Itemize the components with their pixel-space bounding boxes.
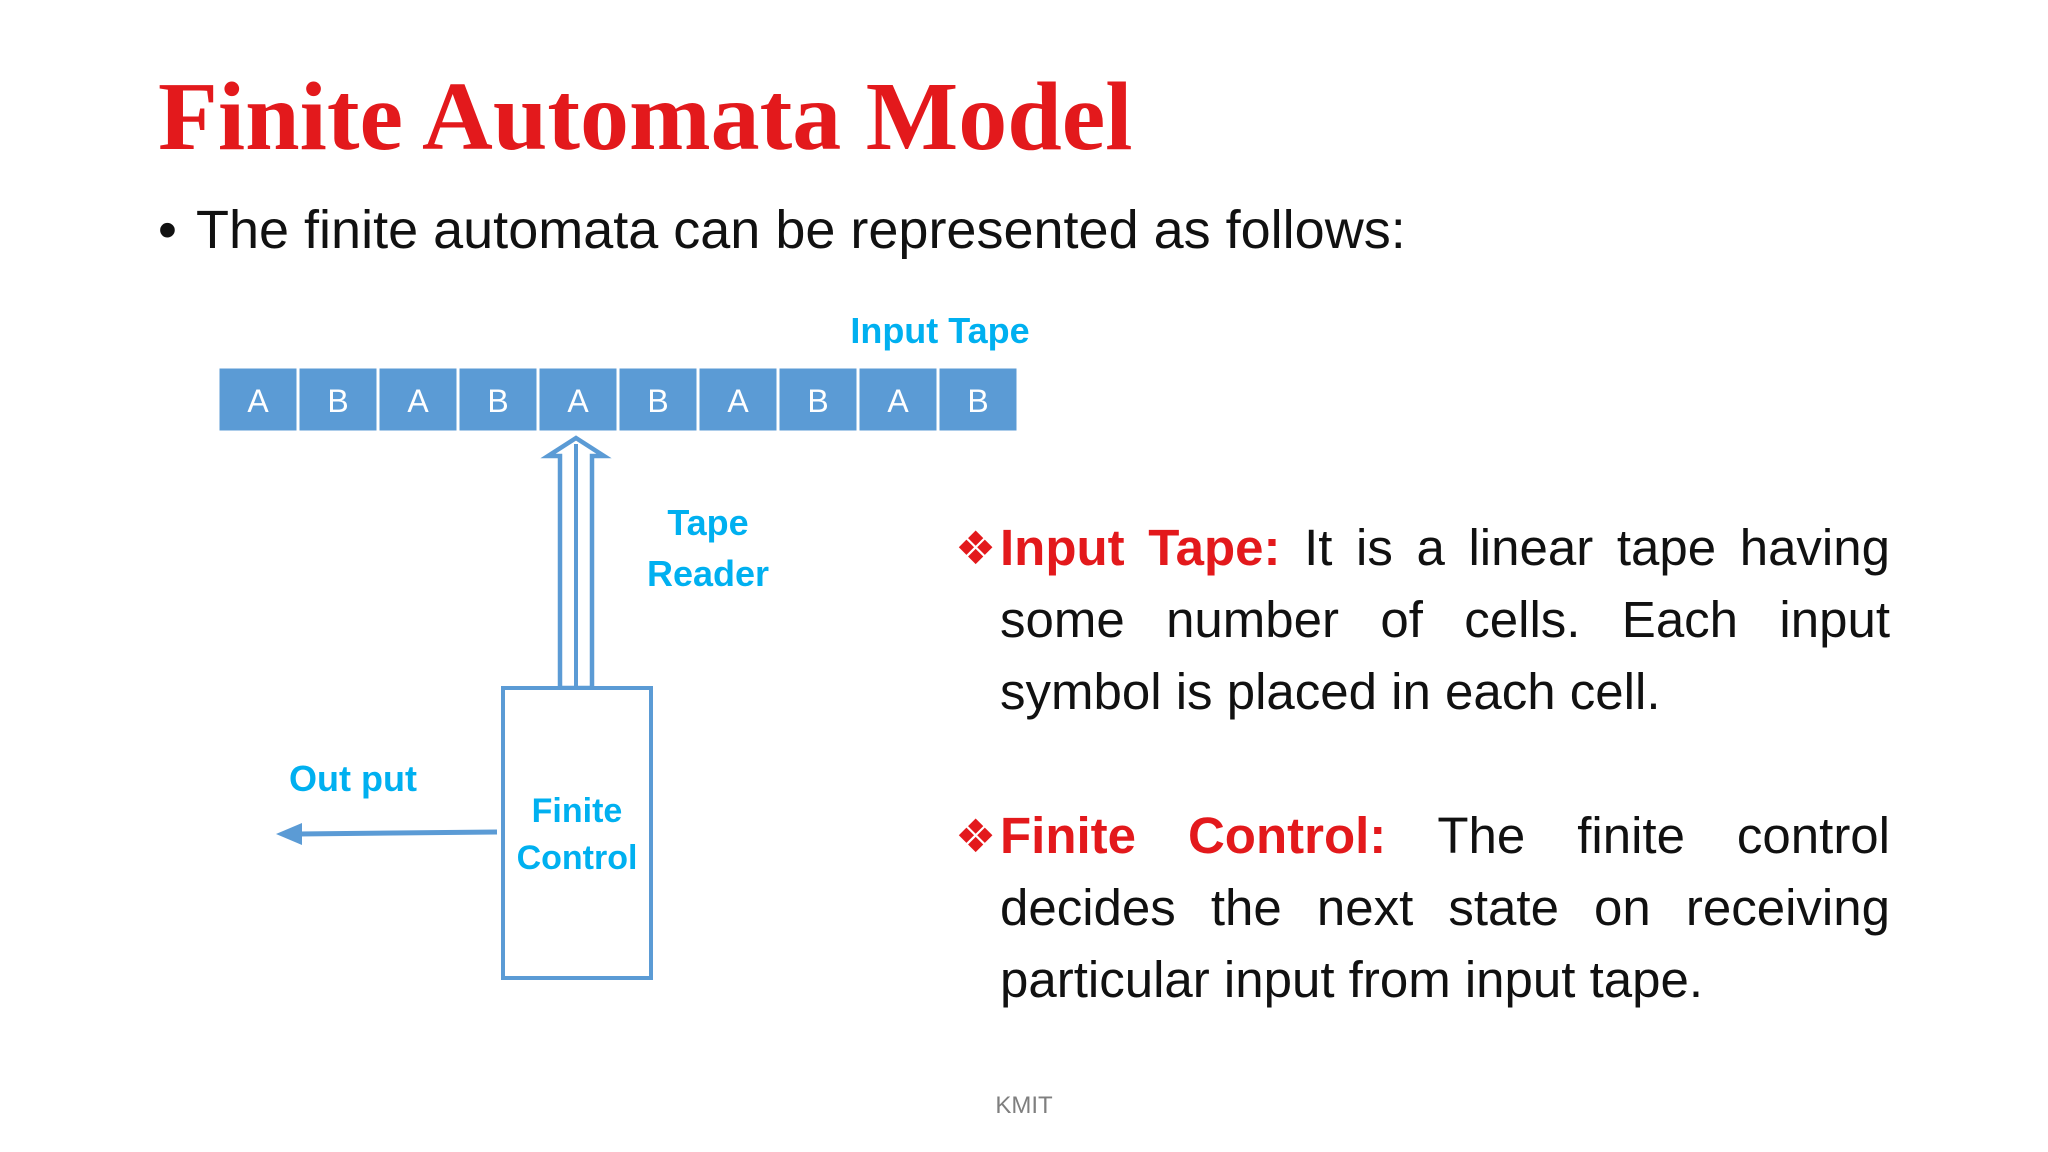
tape-cell bbox=[616, 365, 700, 434]
tape-cell bbox=[536, 365, 620, 434]
finite-control-description: ❖ Finite Control: The finite control dec… bbox=[955, 800, 1890, 1016]
tape-cell-symbol: B bbox=[967, 383, 988, 419]
tape-cell bbox=[216, 365, 300, 434]
tape-cell-symbol: A bbox=[727, 383, 749, 419]
output-label: Out put bbox=[289, 758, 417, 799]
finite-control-label-line1: Finite bbox=[532, 792, 623, 830]
tape-cell-symbol: A bbox=[247, 383, 269, 419]
input-tape-description: ❖ Input Tape: It is a linear tape having… bbox=[955, 512, 1890, 728]
intro-bullet: • The finite automata can be represented … bbox=[158, 198, 1406, 263]
output-arrow-head bbox=[276, 823, 302, 845]
tape-cell-symbol: B bbox=[327, 383, 348, 419]
intro-text: The finite automata can be represented a… bbox=[196, 200, 1406, 260]
bullet-marker: • bbox=[158, 200, 177, 260]
finite-control-label-line2: Control bbox=[517, 839, 638, 877]
input-tape-text: It is a linear tape having some number o… bbox=[1000, 519, 1890, 720]
tape-cell bbox=[856, 365, 940, 434]
finite-control-text: The finite control decides the next stat… bbox=[1000, 807, 1890, 1008]
tape-cell-symbol: B bbox=[807, 383, 828, 419]
tape-reader-label-line1: Tape bbox=[667, 502, 748, 543]
tape-cell bbox=[456, 365, 540, 434]
tape-cell-symbol: B bbox=[487, 383, 508, 419]
tape-cell-symbol: B bbox=[647, 383, 668, 419]
tape-reader-arrow bbox=[540, 435, 612, 691]
diamond-bullet-icon: ❖ bbox=[955, 522, 997, 574]
input-tape-label: Input Tape bbox=[850, 310, 1029, 351]
finite-control-box bbox=[501, 686, 653, 980]
slide-title: Finite Automata Model bbox=[158, 63, 1133, 171]
tape-cell-symbol: A bbox=[567, 383, 589, 419]
output-arrow-shaft bbox=[297, 829, 498, 837]
diamond-bullet-icon: ❖ bbox=[955, 810, 997, 862]
input-tape-term: Input Tape: bbox=[1000, 519, 1281, 576]
finite-control-term: Finite Control: bbox=[1000, 807, 1387, 864]
tape-cell bbox=[696, 365, 780, 434]
footer-label: KMIT bbox=[995, 1092, 1053, 1119]
tape-reader-label-line2: Reader bbox=[647, 553, 769, 594]
tape-cell bbox=[936, 365, 1020, 434]
tape-cell-symbol: A bbox=[407, 383, 429, 419]
tape-cell-symbol: A bbox=[887, 383, 909, 419]
